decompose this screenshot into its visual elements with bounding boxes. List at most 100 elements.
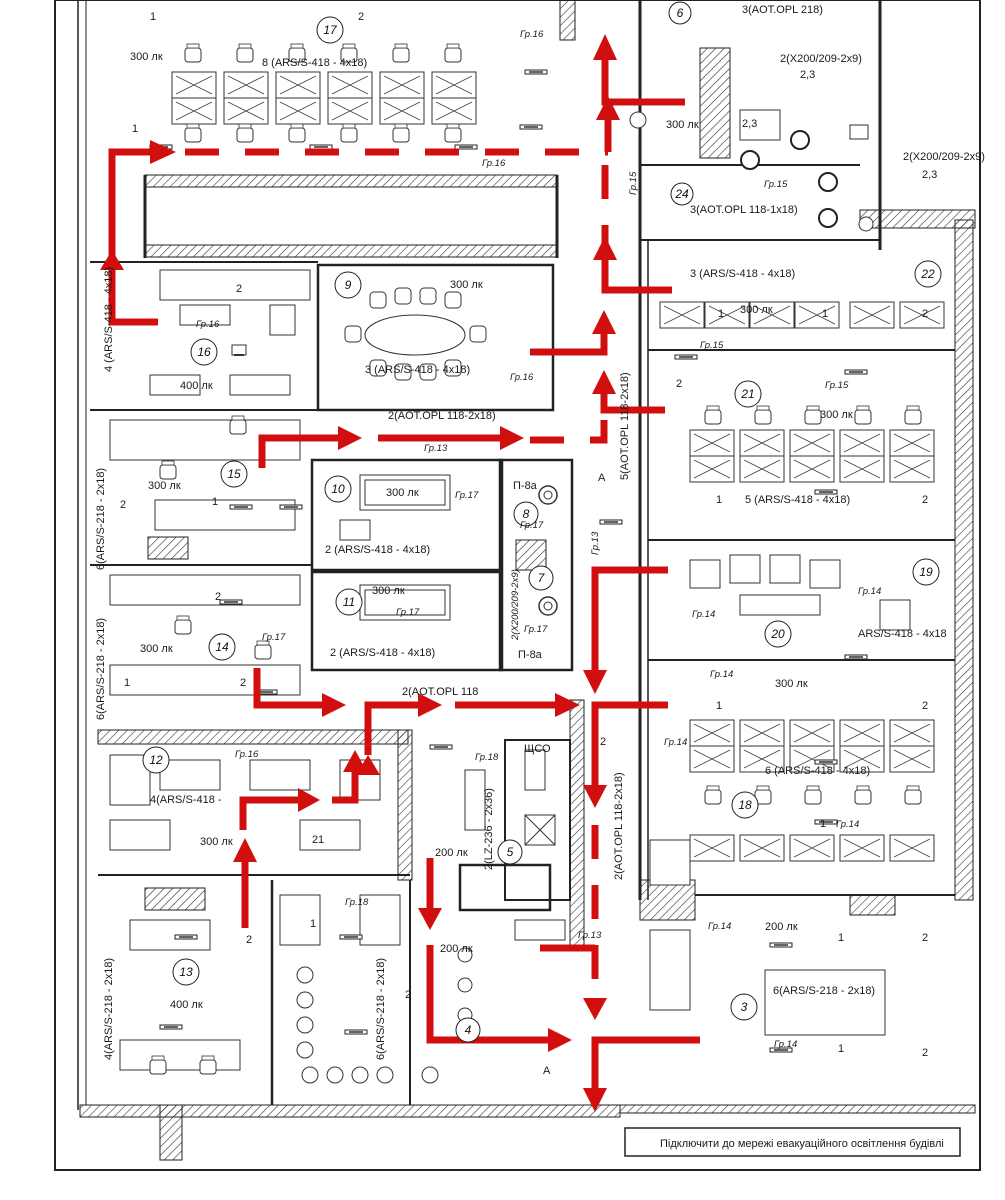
switch-2: 2 [405, 989, 411, 1001]
room-num-21: 21 [740, 387, 754, 401]
evacuation-routes [100, 34, 700, 1112]
label-aot118b: 2(AOT.OPL 118-2x18) [388, 410, 496, 422]
fixture-room-9: 3 (ARS/S-418 - 4x18) [365, 364, 470, 376]
fixture-room-15: 6(ARS/S-218 - 2x18) [95, 468, 107, 570]
switch-1: 1 [124, 677, 130, 689]
note-text: Підключити до мережі евакуаційного освіт… [660, 1138, 944, 1150]
switch-numbers: 1 2 1 2 2 1 2 1 2 1 1 2 1 2 1 2 1 2 2 1 … [120, 11, 928, 1059]
gr-label: Гр.18 [345, 897, 369, 908]
fixture-labels: 8 (ARS/S-418 - 4x18) 3 (ARS/S-418 - 4x18… [95, 57, 947, 1060]
gr-label: Гр.15 [700, 340, 724, 351]
switch-2: 2 [922, 932, 928, 944]
label-aot118a: 3(AOT.OPL 118-1x18) [690, 204, 798, 216]
gr-label: Гр.17 [262, 632, 286, 643]
room-num-5: 5 [507, 845, 514, 859]
lux-room-18: 300 лк [775, 678, 808, 690]
fixture-room-10: 2 (ARS/S-418 - 4x18) [325, 544, 430, 556]
fixture-room-11: 2 (ARS/S-418 - 4x18) [330, 647, 435, 659]
page-border [54, 0, 981, 1171]
gr-label: Гр.14 [708, 921, 731, 932]
lux-room-14: 300 лк [140, 643, 173, 655]
furniture-top-right [629, 109, 874, 232]
label-v23b: 2,3 [742, 118, 757, 130]
gr-label: Гр.14 [836, 819, 859, 830]
fixture-room-14: 6(ARS/S-218 - 2x18) [95, 618, 107, 720]
room-num-22: 22 [920, 267, 935, 281]
gr-label: Гр.13 [590, 531, 601, 555]
gr-label: Гр.15 [825, 380, 849, 391]
lux-room-11: 300 лк [372, 585, 405, 597]
lux-top-right: 300 лк [666, 119, 699, 131]
label-aot209b: 2(X200/209-2x9) [903, 151, 985, 163]
group-labels: Гр.16 Гр.16 Гр.16 Гр.16 Гр.16 Гр.15 Гр.1… [196, 29, 881, 1050]
switch-2: 2 [215, 591, 221, 603]
lux-room-3: 200 лк [765, 921, 798, 933]
switch-1: 1 [838, 1043, 844, 1055]
gr-label: Гр.17 [455, 490, 479, 501]
switch-1: 1 [716, 700, 722, 712]
fixture-room-5: 2(LZ-236 - 2x36) [483, 788, 495, 870]
switch-1: 1 [718, 308, 724, 320]
label-a-bottom: А [543, 1065, 551, 1077]
gr-label: Гр.16 [482, 158, 506, 169]
gr-label: Гр.16 [510, 372, 534, 383]
switch-2: 2 [676, 378, 682, 390]
furniture-right-rooms [659, 301, 945, 1036]
label-v23a: 2,3 [800, 69, 815, 81]
label-x209-vertical: 2(X200/209-2x9) [510, 569, 521, 641]
gr-label: Гр.14 [664, 737, 687, 748]
room-num-19: 19 [919, 565, 933, 579]
gr-label: Гр.14 [858, 586, 881, 597]
switch-2: 2 [240, 677, 246, 689]
lux-room-5: 200 лк [435, 847, 468, 859]
fixture-room-22: 3 (ARS/S-418 - 4x18) [690, 268, 795, 280]
gr-label: Гр.13 [424, 443, 448, 454]
label-shso: ЩСО [524, 743, 551, 755]
fixture-room-19: ARS/S-418 - 4x18 [858, 628, 947, 640]
lux-room-16: 400 лк [180, 380, 213, 392]
fixture-room-12: 4(ARS/S-418 - [150, 794, 222, 806]
switch-2: 2 [120, 499, 126, 511]
fixture-room-17: 8 (ARS/S-418 - 4x18) [262, 57, 367, 69]
switch-2: 2 [922, 1047, 928, 1059]
lux-room-21: 300 лк [820, 409, 853, 421]
fixture-room-21: 5 (ARS/S-418 - 4x18) [745, 494, 850, 506]
label-v23c: 2,3 [922, 169, 937, 181]
fixture-room-13: 4(ARS/S-218 - 2x18) [103, 958, 115, 1060]
label-aot118c: 5(AOT.OPL 118-2x18) [619, 372, 631, 480]
room-num-9: 9 [345, 278, 352, 292]
room-num-24: 24 [674, 187, 689, 201]
lux-room-9: 300 лк [450, 279, 483, 291]
label-a-top: А [598, 472, 606, 484]
switch-1: 1 [132, 123, 138, 135]
switch-1: 1 [822, 308, 828, 320]
label-aot218: 3(AOT.OPL 218) [742, 4, 823, 16]
label-aot118e: 2(AOT.OPL 118-2x18) [613, 772, 625, 880]
room-num-16: 16 [197, 345, 211, 359]
switch-1: 1 [150, 11, 156, 23]
gr-label: Гр.16 [520, 29, 544, 40]
gr-label: Гр.16 [235, 749, 259, 760]
gr-label: Гр.14 [710, 669, 733, 680]
room-num-4: 4 [465, 1023, 472, 1037]
switch-2: 2 [922, 494, 928, 506]
lux-room-10: 300 лк [386, 487, 419, 499]
switch-1: 1 [838, 932, 844, 944]
room-num-7: 7 [538, 571, 546, 585]
gr-label: Гр.17 [520, 520, 544, 531]
room-num-12: 12 [149, 753, 163, 767]
switch-2: 2 [922, 700, 928, 712]
room-num-11: 11 [343, 595, 355, 609]
gr-label: Гр.13 [578, 930, 602, 941]
gr-label: Гр.17 [524, 624, 548, 635]
switch-2: 2 [236, 283, 242, 295]
room-num-13: 13 [179, 965, 193, 979]
lux-room-4: 200 лк [440, 943, 473, 955]
label-p8a-1: П-8а [513, 480, 538, 492]
room-num-3: 3 [741, 1000, 748, 1014]
room-num-17: 17 [323, 23, 338, 37]
switch-1: 1 [820, 818, 826, 830]
lux-room-22: 300 лк [740, 304, 773, 316]
note-box [624, 1127, 961, 1157]
